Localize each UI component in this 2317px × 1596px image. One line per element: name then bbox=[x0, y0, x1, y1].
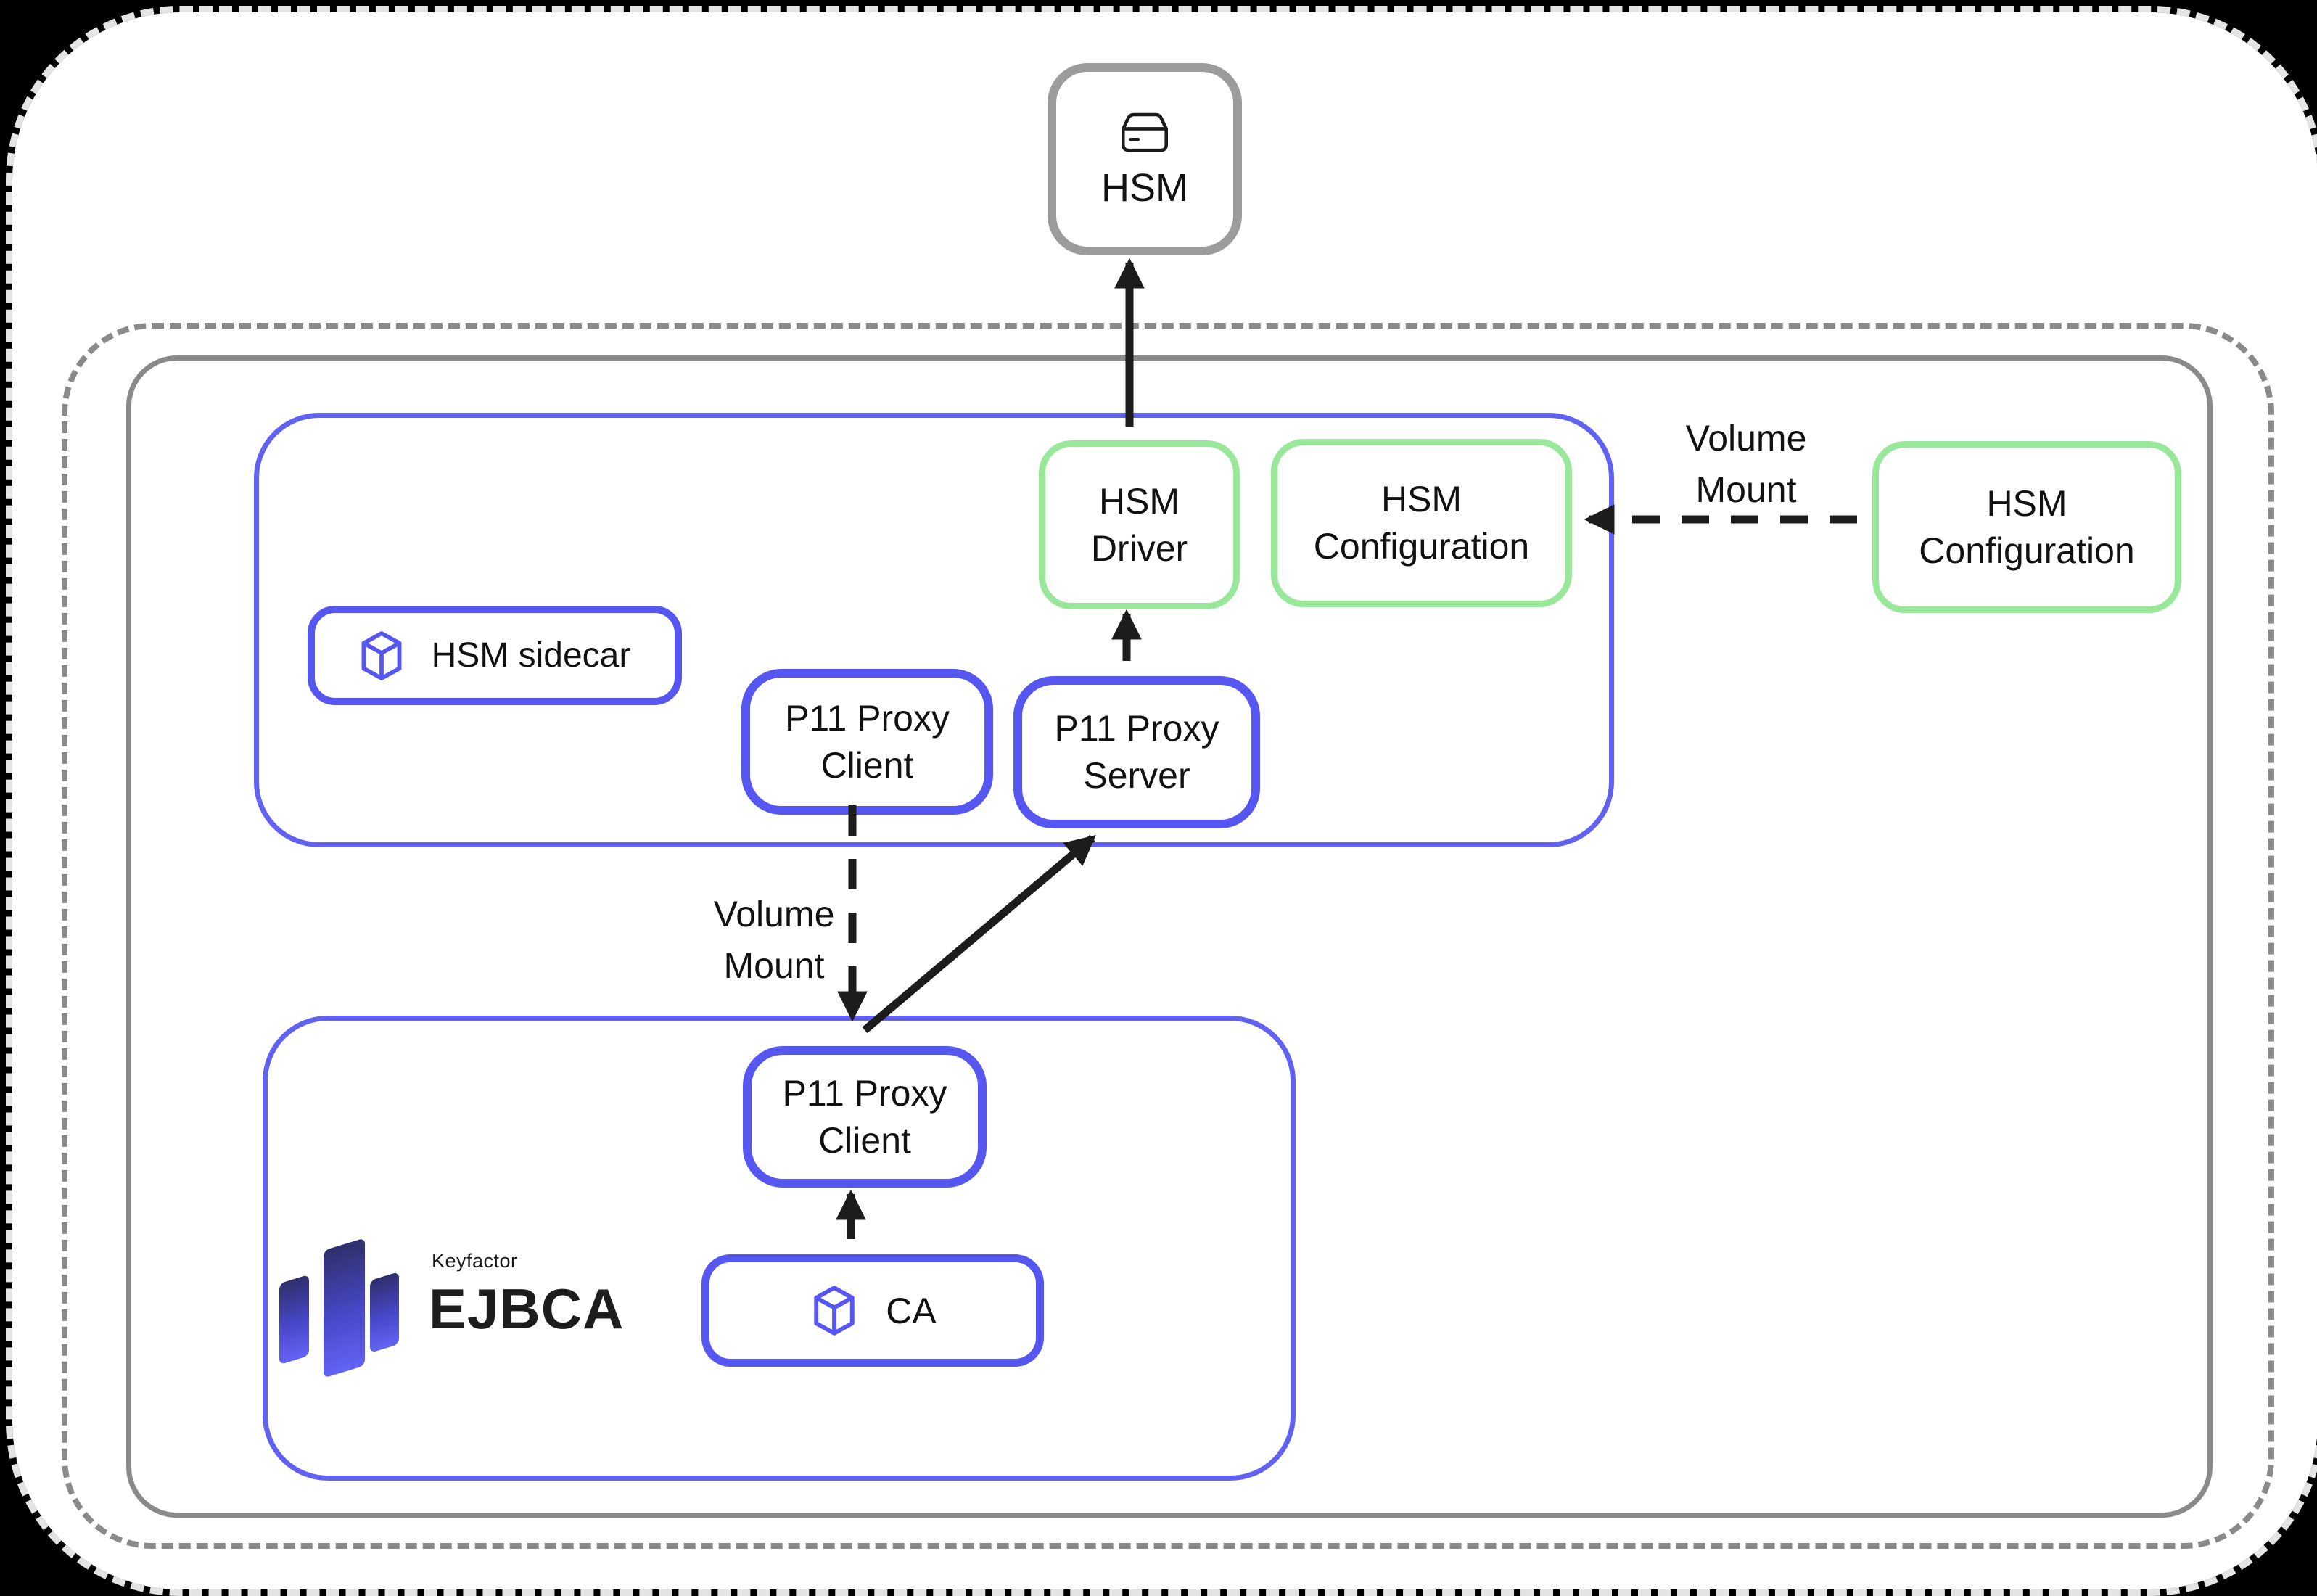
p11-proxy-client-ejbca-node: P11 Proxy Client bbox=[743, 1046, 987, 1188]
host-boundary bbox=[126, 355, 2213, 1518]
p11-proxy-server-node: P11 Proxy Server bbox=[1013, 676, 1260, 828]
ejbca-container bbox=[263, 1016, 1296, 1481]
hard-drive-icon bbox=[1122, 112, 1168, 152]
keyfactor-logo-icon bbox=[279, 1274, 309, 1365]
keyfactor-wordmark: Keyfactor bbox=[432, 1250, 518, 1272]
hsm-node-label: HSM bbox=[1101, 165, 1188, 210]
cube-icon bbox=[361, 630, 402, 680]
hsm-node: HSM bbox=[1048, 63, 1242, 255]
hsm-configuration-node: HSM Configuration bbox=[1271, 439, 1572, 607]
p11-proxy-client-sidecar-node: P11 Proxy Client bbox=[741, 669, 993, 815]
hsm-driver-node: HSM Driver bbox=[1039, 440, 1240, 609]
keyfactor-logo-icon bbox=[324, 1238, 365, 1378]
keyfactor-logo-icon bbox=[370, 1271, 399, 1354]
outer-panel: HSM HSM sidecar HSM Driver HSM Configura… bbox=[6, 6, 2317, 1596]
hsm-sidecar-label-box: HSM sidecar bbox=[308, 606, 682, 705]
cube-icon bbox=[814, 1286, 855, 1336]
hsm-sidecar-label: HSM sidecar bbox=[431, 636, 631, 675]
outer-dashed-boundary bbox=[62, 323, 2274, 1549]
ca-node-label: CA bbox=[886, 1290, 937, 1331]
hsm-configuration-external-node: HSM Configuration bbox=[1872, 441, 2181, 613]
ejbca-wordmark: EJBCA bbox=[429, 1277, 625, 1341]
volume-mount-label-horizontal: Volume Mount bbox=[1685, 418, 1807, 510]
volume-mount-label-vertical: Volume Mount bbox=[713, 894, 835, 986]
ca-node: CA bbox=[701, 1254, 1044, 1367]
